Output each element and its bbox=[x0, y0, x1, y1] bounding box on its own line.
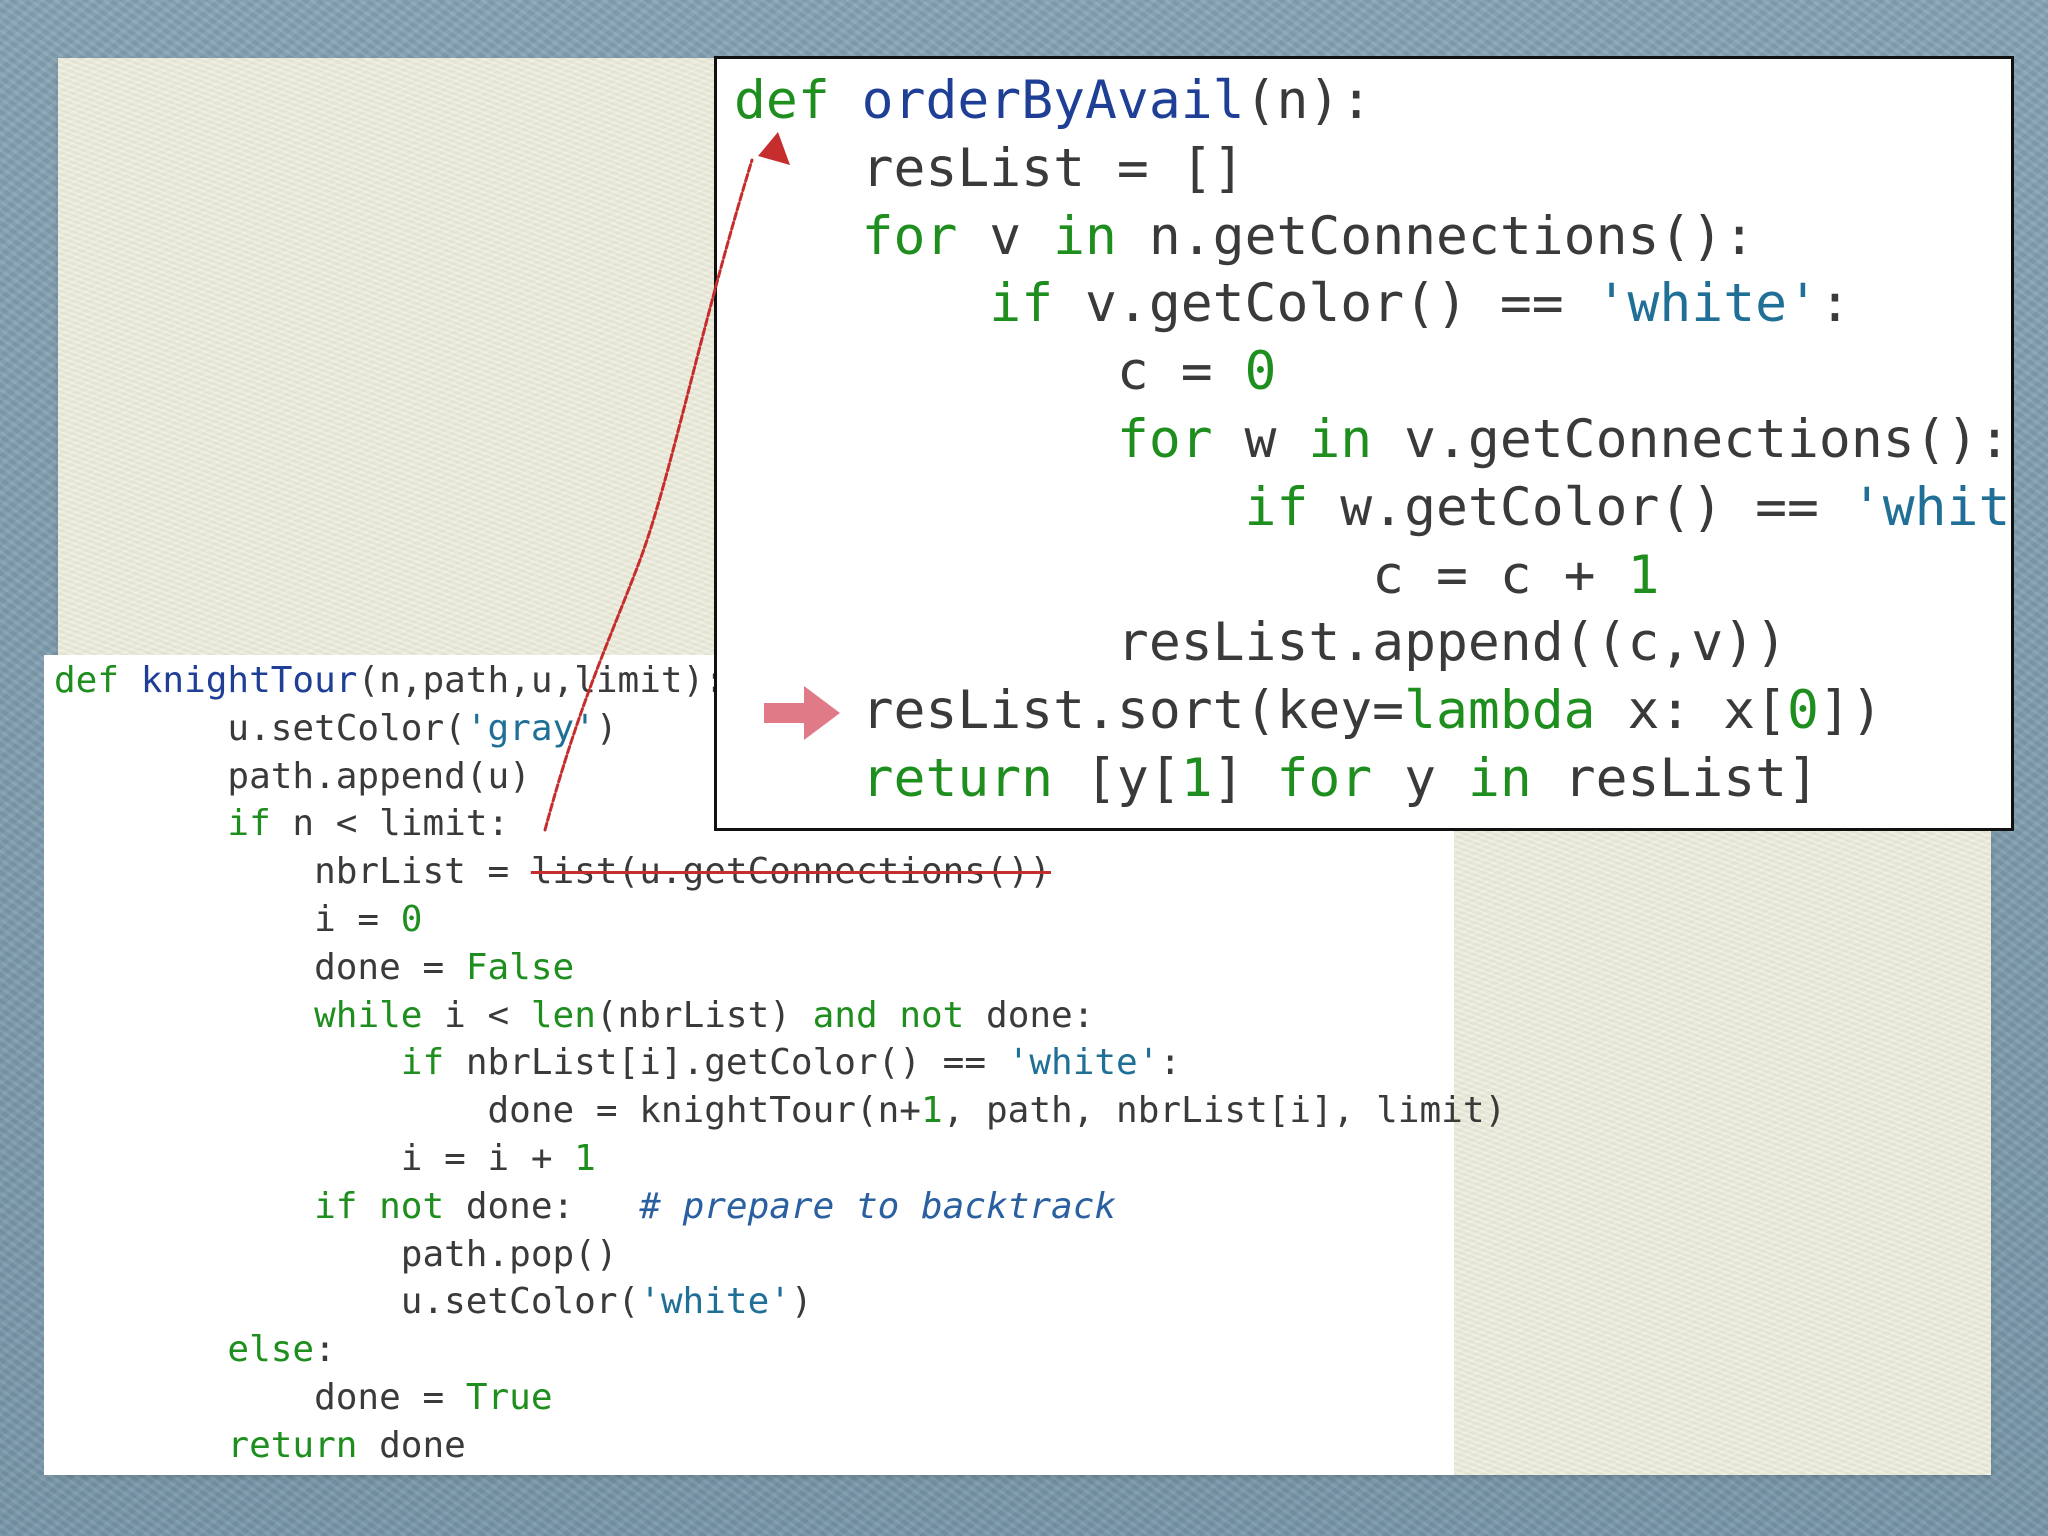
code-line: return [y[1] for y in resList] bbox=[861, 747, 1819, 809]
code-line: def orderByAvail(n): bbox=[734, 70, 1373, 131]
code-line: done = knightTour(n+1, path, nbrList[i],… bbox=[54, 1090, 1507, 1132]
code-line: if not done: # prepare to backtrack bbox=[314, 1185, 1117, 1227]
code-line: c = c + 1 bbox=[734, 544, 1660, 606]
code-line: if nbrList[i].getColor() == 'white': bbox=[400, 1042, 1182, 1084]
code-line-highlighted: resList.sort(key=lambda x: x[0]) bbox=[734, 680, 1883, 742]
code-line: path.append(u) bbox=[54, 755, 531, 797]
order-by-avail-callout: def orderByAvail(n): resList = [] for v … bbox=[714, 56, 2014, 831]
code-line: i = 0 bbox=[54, 898, 423, 940]
code-line: if w.getColor() == 'white': bbox=[1244, 476, 2011, 538]
code-line: while i < len(nbrList) and not done: bbox=[314, 994, 1095, 1036]
order-by-avail-code: def orderByAvail(n): resList = [] for v … bbox=[734, 67, 2011, 813]
code-line: return done bbox=[227, 1424, 466, 1466]
code-line: c = 0 bbox=[734, 341, 1277, 403]
code-line: done = False bbox=[54, 946, 575, 988]
code-line: else: bbox=[227, 1329, 336, 1371]
code-line: nbrList = list(u.getConnections()) bbox=[54, 851, 1051, 893]
code-line: if n < limit: bbox=[227, 803, 510, 845]
code-comment: # prepare to backtrack bbox=[639, 1185, 1117, 1227]
code-line: u.setColor('gray') bbox=[54, 707, 618, 749]
code-line: resList = [] bbox=[734, 137, 1245, 199]
code-line: for w in v.getConnections(): bbox=[1116, 408, 2011, 470]
code-line: u.setColor('white') bbox=[54, 1281, 813, 1323]
code-line: resList.append((c,v)) bbox=[734, 612, 1787, 674]
code-line: path.pop() bbox=[54, 1233, 618, 1275]
code-line: def knightTour(n,path,u,limit): bbox=[54, 660, 726, 701]
code-line: i = i + 1 bbox=[54, 1137, 596, 1179]
code-line: if v.getColor() == 'white': bbox=[989, 273, 1851, 335]
right-arrow-icon bbox=[764, 686, 840, 740]
code-line: for v in n.getConnections(): bbox=[861, 205, 1756, 267]
struck-out-code: list(u.getConnections()) bbox=[530, 851, 1051, 893]
code-line: done = True bbox=[54, 1376, 553, 1418]
knight-tour-code: def knightTour(n,path,u,limit): u.setCol… bbox=[54, 657, 1506, 1470]
